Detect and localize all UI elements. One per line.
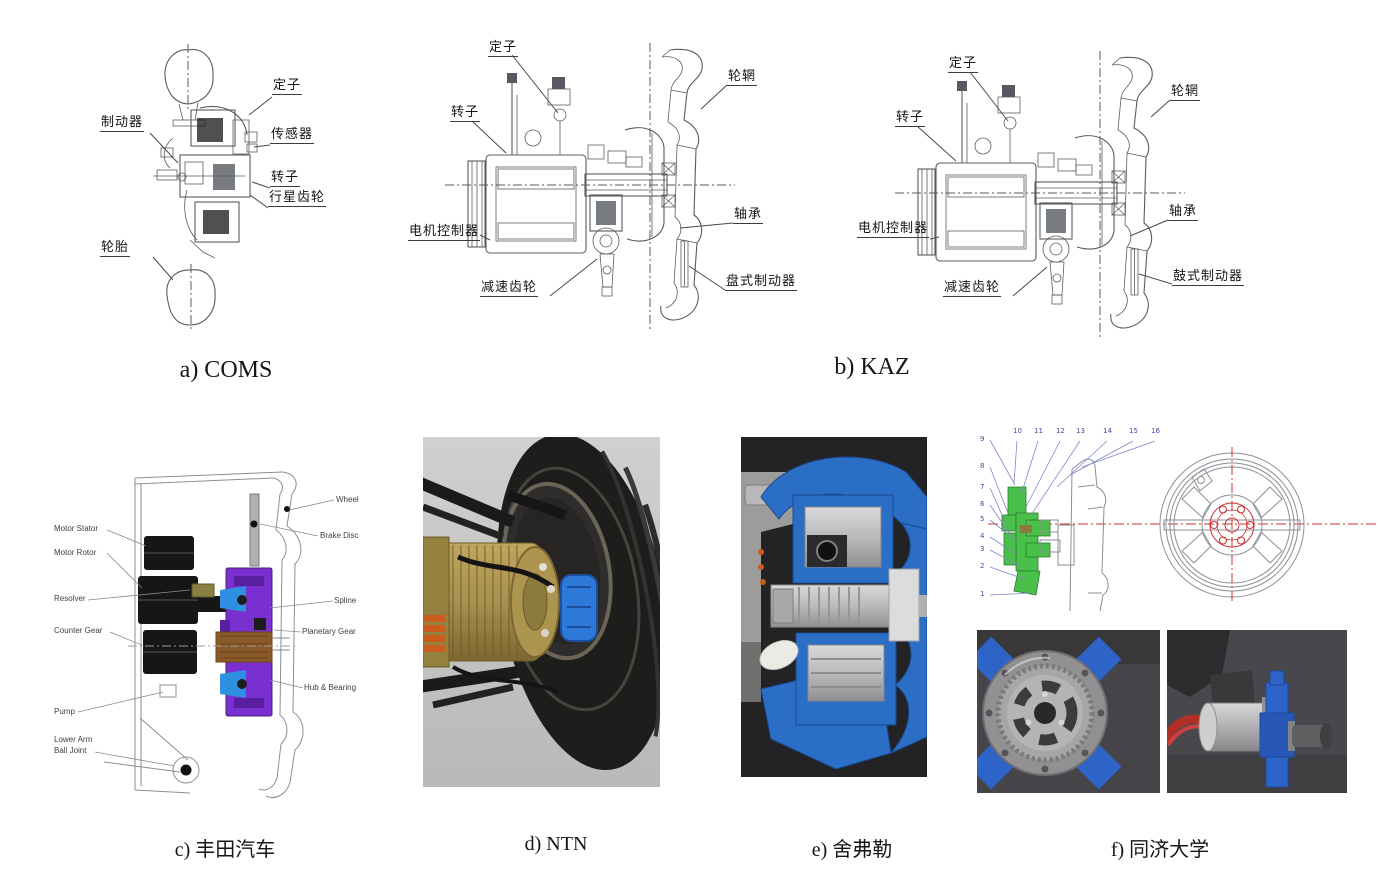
caption-toyota: c) 丰田汽车: [174, 839, 276, 861]
caption-ntn: d) NTN: [524, 833, 588, 855]
tongji-cross-section: [989, 439, 1156, 612]
kaz-right-label-bearing: 轴承: [1168, 203, 1199, 221]
toyota-label-brake-disc: Brake Disc: [320, 531, 359, 540]
caption-tongji: f) 同济大学: [1110, 839, 1210, 861]
tongji-callout-2: 2: [980, 562, 985, 570]
ntn-connector-pins: [423, 615, 445, 652]
kaz-right-label-stator: 定子: [948, 55, 979, 73]
kaz-left-label-rotor: 转子: [450, 104, 481, 122]
toyota-drawing: [77, 471, 335, 798]
toyota-label-pump: Pump: [54, 707, 75, 716]
tongji-callout-10: 10: [1013, 427, 1022, 435]
tongji-callout-11: 11: [1034, 427, 1043, 435]
tongji-callout-6: 6: [980, 500, 985, 508]
tongji-callout-12: 12: [1056, 427, 1065, 435]
panel-coms: 定子 制动器 传感器 转子 行星齿轮 轮胎: [95, 40, 345, 340]
coms-label-tire: 轮胎: [100, 239, 131, 257]
toyota-label-resolver: Resolver: [54, 594, 86, 603]
toyota-label-counter-gear: Counter Gear: [54, 626, 103, 635]
kaz-left-label-reduction-gear: 减速齿轮: [480, 279, 539, 297]
toyota-label-planetary-gear: Planetary Gear: [302, 627, 356, 636]
kaz-left-label-motor-controller: 电机控制器: [408, 223, 481, 241]
caption-schaeffler: e) 舍弗勒: [811, 839, 893, 861]
coms-drawing: [149, 44, 273, 332]
schaeffler-cutaway: [741, 437, 927, 777]
panel-schaeffler-photo: [741, 437, 927, 777]
tongji-callout-8: 8: [980, 462, 985, 470]
panel-ntn-photo: [423, 437, 660, 787]
toyota-label-wheel: Wheel: [336, 495, 359, 504]
kaz-drawing: [444, 42, 1186, 339]
tongji-callout-7: 7: [980, 483, 985, 491]
tongji-callout-13: 13: [1076, 427, 1085, 435]
ntn-render: [423, 437, 660, 787]
coms-label-sensor: 传感器: [270, 126, 315, 144]
kaz-left-label-rim: 轮辋: [727, 68, 758, 86]
tongji-callout-3: 3: [980, 545, 985, 553]
toyota-label-spline: Spline: [334, 596, 357, 605]
toyota-label-motor-rotor: Motor Rotor: [54, 548, 97, 557]
kaz-right-label-rotor: 转子: [895, 109, 926, 127]
kaz-right-label-reduction-gear: 减速齿轮: [943, 279, 1002, 297]
kaz-left-label-stator: 定子: [488, 39, 519, 57]
toyota-label-motor-stator: Motor Stator: [54, 524, 99, 533]
tongji-rotor-photo: [977, 630, 1160, 793]
kaz-left-label-disc-brake: 盘式制动器: [725, 273, 798, 291]
kaz-right-label-rim: 轮辋: [1170, 83, 1201, 101]
panel-toyota: Motor Stator Motor Rotor Resolver Counte…: [40, 460, 370, 810]
panel-kaz: 定子 转子 轮辋 电机控制器 减速齿轮 轴承 盘式制动器 定子 转子 轮辋 电机…: [400, 25, 1280, 345]
toyota-label-lower-arm: Lower Arm: [54, 735, 93, 744]
tongji-callout-4: 4: [980, 532, 985, 540]
tongji-callout-16: 16: [1151, 427, 1160, 435]
tongji-wheel-front-view: [1159, 447, 1305, 603]
toyota-label-hub-bearing: Hub & Bearing: [304, 683, 357, 692]
tongji-callout-15: 15: [1129, 427, 1138, 435]
kaz-left-label-bearing: 轴承: [733, 206, 764, 224]
tongji-motor-photo: [1167, 630, 1347, 793]
tongji-figures: [977, 439, 1378, 793]
toyota-label-ball-joint: Ball Joint: [54, 746, 87, 755]
caption-kaz: b) KAZ: [834, 354, 910, 380]
kaz-right-label-motor-controller: 电机控制器: [857, 220, 930, 238]
kaz-right-label-drum-brake: 鼓式制动器: [1172, 268, 1245, 286]
tongji-callout-14: 14: [1103, 427, 1112, 435]
tongji-callout-5: 5: [980, 515, 985, 523]
coms-label-planetary-gear: 行星齿轮: [268, 189, 327, 207]
coms-label-rotor: 转子: [270, 169, 301, 187]
coms-label-stator: 定子: [272, 77, 303, 95]
tongji-callout-1: 1: [980, 590, 985, 598]
panel-tongji: 9 8 7 6 5 4 3 2 1 10 11 12 13 14 15 16: [960, 425, 1384, 800]
tongji-callout-9: 9: [980, 435, 985, 443]
caption-coms: a) COMS: [179, 357, 273, 383]
coms-label-brake: 制动器: [100, 114, 145, 132]
